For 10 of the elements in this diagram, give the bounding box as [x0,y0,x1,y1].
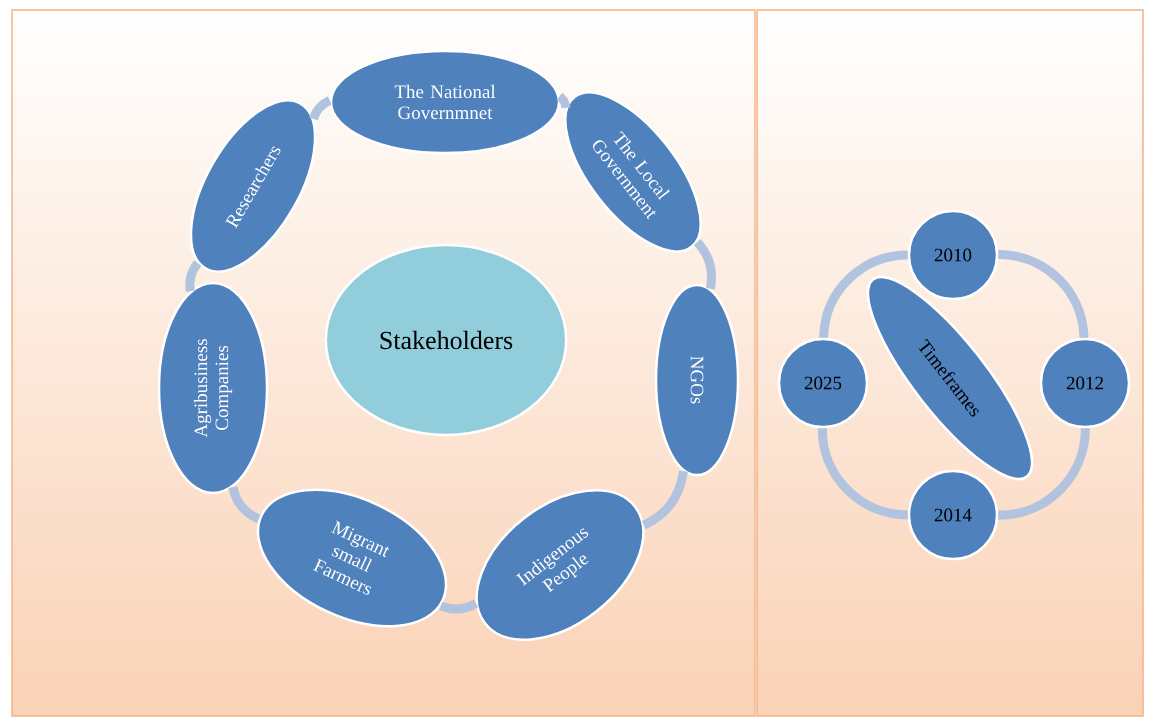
ring-segment [693,239,717,290]
ring-segment [997,427,1090,520]
ring-segment [817,428,909,520]
ring-segment [819,250,909,339]
ring-segment [641,470,688,530]
ring-segment [309,96,332,121]
ring-segment [185,260,202,292]
ring-segment [228,486,261,524]
ring-segment [998,250,1089,339]
ring-segment [556,92,571,109]
